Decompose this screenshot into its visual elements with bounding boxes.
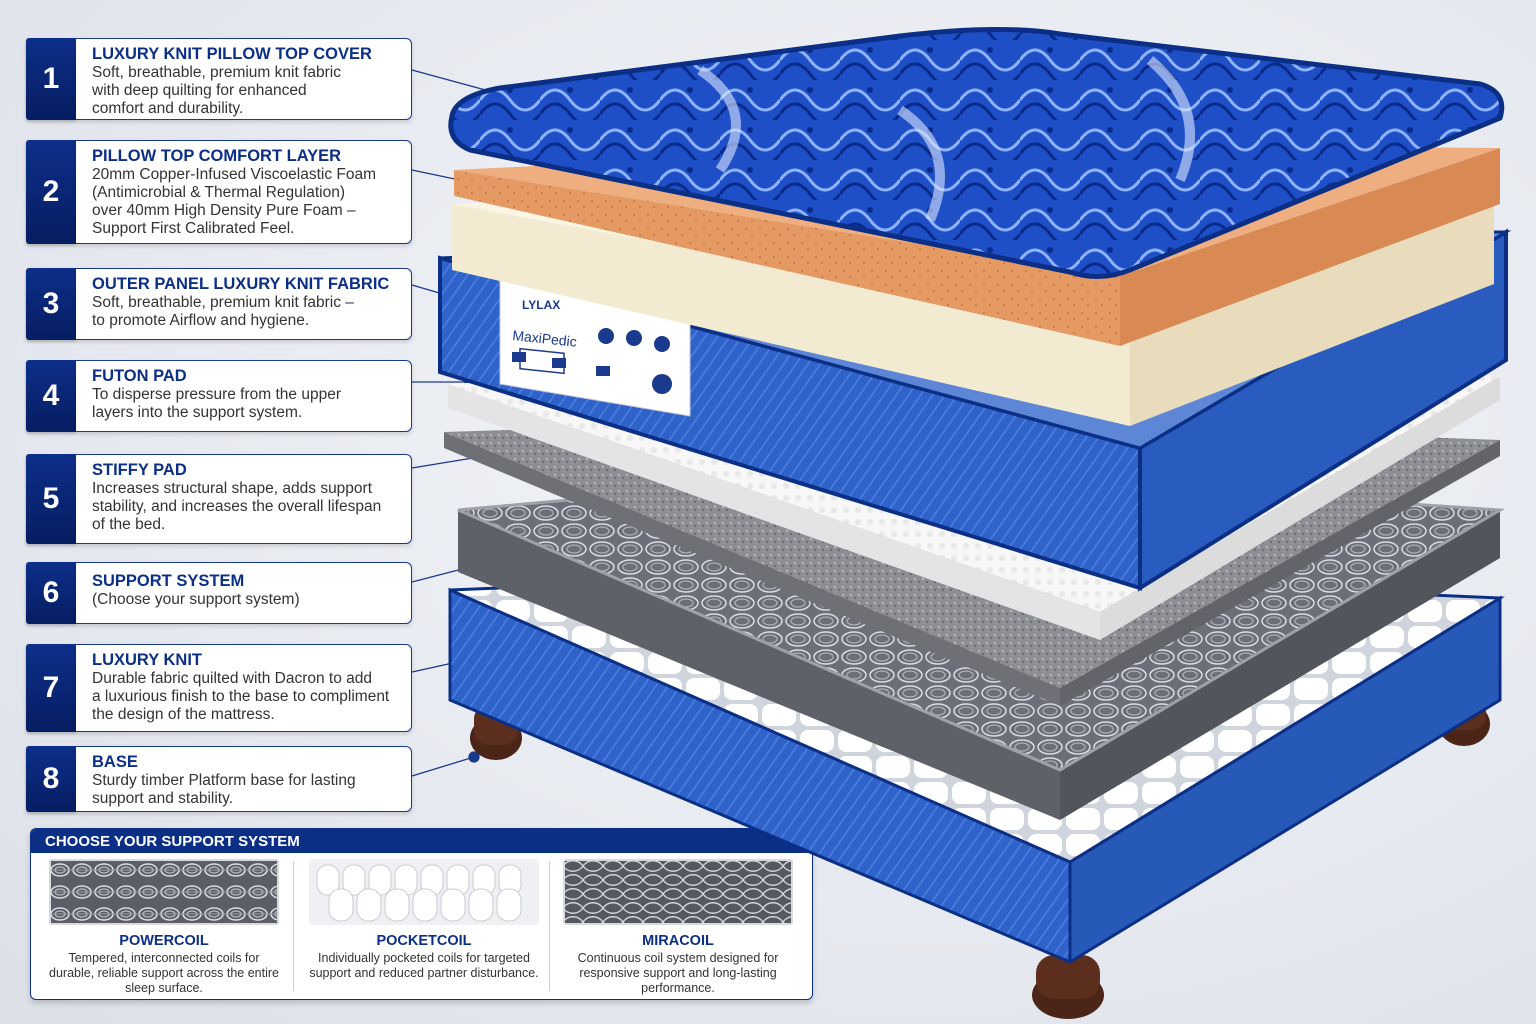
option-name: POCKETCOIL [376, 933, 472, 949]
support-option-pocketcoil: POCKETCOIL Individually pocketed coils f… [299, 859, 549, 995]
divider [549, 861, 550, 991]
layer-box: SUPPORT SYSTEM (Choose your support syst… [76, 562, 412, 624]
support-option-powercoil: POWERCOIL Tempered, interconnected coils… [39, 859, 289, 995]
layer-title: SUPPORT SYSTEM [92, 572, 245, 590]
layer-box: LUXURY KNIT Durable fabric quilted with … [76, 644, 412, 732]
mattress-illustration: LYLAX MaxiPedic [438, 26, 1512, 1019]
option-description: Tempered, interconnected coils for durab… [49, 951, 279, 995]
layer-number: 4 [26, 360, 76, 432]
layer-title: LUXURY KNIT [92, 651, 203, 669]
layer-description: To disperse pressure from the upper laye… [92, 386, 341, 421]
support-option-miracoil: MIRACOIL Continuous coil system designed… [553, 859, 803, 995]
layer-description: 20mm Copper-Infused Viscoelastic Foam (A… [92, 166, 377, 237]
layer-title: OUTER PANEL LUXURY KNIT FABRIC [92, 275, 390, 293]
product-label: LYLAX MaxiPedic [499, 279, 691, 417]
layer-title: STIFFY PAD [92, 461, 187, 479]
label-model: MaxiPedic [512, 327, 578, 350]
layer-title: BASE [92, 753, 138, 771]
layer-number: 1 [26, 38, 76, 120]
layer-description: Increases structural shape, adds support… [92, 480, 382, 533]
pocketcoil-image [309, 859, 539, 925]
layer-box: FUTON PAD To disperse pressure from the … [76, 360, 412, 432]
pillow-top-cover-layer [448, 26, 1505, 279]
layer-title: LUXURY KNIT PILLOW TOP COVER [92, 45, 372, 63]
support-panel-heading: CHOOSE YOUR SUPPORT SYSTEM [31, 829, 812, 853]
layer-title: PILLOW TOP COMFORT LAYER [92, 147, 342, 165]
layer-box: PILLOW TOP COMFORT LAYER 20mm Copper-Inf… [76, 140, 412, 244]
layer-number: 6 [26, 562, 76, 624]
layer-description: (Choose your support system) [92, 591, 300, 608]
layer-description: Soft, breathable, premium knit fabric wi… [92, 64, 341, 117]
support-system-panel: CHOOSE YOUR SUPPORT SYSTEM [30, 828, 813, 1000]
layer-description: Sturdy timber Platform base for lasting … [92, 772, 356, 807]
layer-number: 2 [26, 140, 76, 244]
layer-number: 8 [26, 746, 76, 812]
option-description: Individually pocketed coils for targeted… [309, 951, 539, 980]
layer-box: STIFFY PAD Increases structural shape, a… [76, 454, 412, 544]
divider [293, 861, 294, 991]
powercoil-image [49, 859, 279, 925]
layer-box: BASE Sturdy timber Platform base for las… [76, 746, 412, 812]
layer-number: 7 [26, 644, 76, 732]
layer-title: FUTON PAD [92, 367, 187, 385]
layer-number: 3 [26, 268, 76, 340]
option-name: MIRACOIL [642, 933, 714, 949]
layer-description: Durable fabric quilted with Dacron to ad… [92, 670, 390, 723]
layer-description: Soft, breathable, premium knit fabric – … [92, 294, 354, 329]
option-description: Continuous coil system designed for resp… [577, 951, 779, 995]
layer-number: 5 [26, 454, 76, 544]
layer-box: OUTER PANEL LUXURY KNIT FABRIC Soft, bre… [76, 268, 412, 340]
layer-box: LUXURY KNIT PILLOW TOP COVER Soft, breat… [76, 38, 412, 120]
label-brand: LYLAX [522, 298, 560, 312]
miracoil-image [563, 859, 793, 925]
option-name: POWERCOIL [119, 933, 209, 949]
